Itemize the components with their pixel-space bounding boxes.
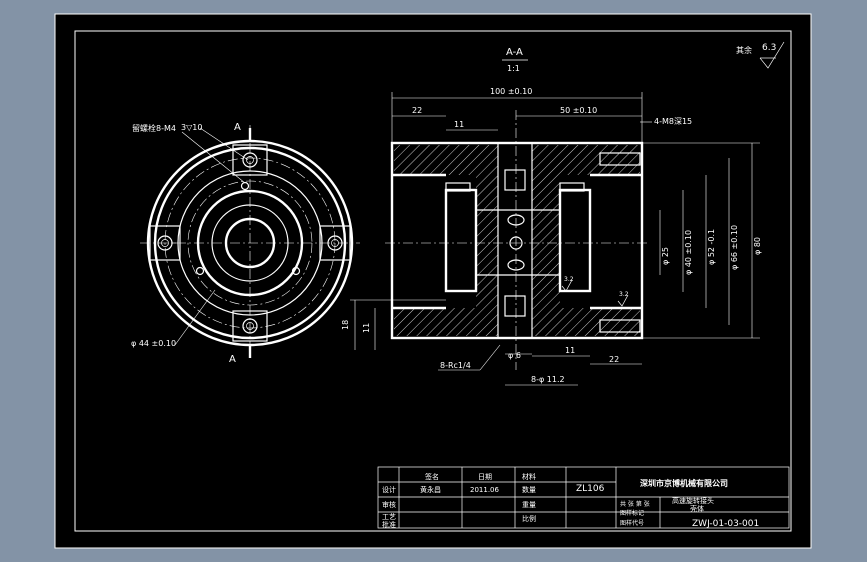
dim-rc: 8-Rc1/4 (440, 361, 471, 370)
roughness-symbol-icon (759, 41, 785, 69)
dim-d25: φ 25 (661, 247, 670, 265)
mid-label-qty: 数量 (522, 485, 536, 494)
signer-name: 黄永昌 (420, 485, 441, 494)
dim-22-top: 22 (412, 106, 422, 115)
dim-d66: φ 66 ±0.10 (730, 225, 739, 270)
bolt-pad-right (319, 225, 351, 261)
dim-11-bottom: 11 (565, 346, 575, 355)
right-label-1: 共 张 第 张 (620, 500, 650, 508)
right-label-2: 图样标记 (620, 509, 644, 517)
mid-label-scale: 比例 (522, 514, 536, 523)
mid-label-material: 材料 (522, 472, 536, 481)
label-3x10: 3▽10 (181, 123, 202, 132)
section-marker-top: A (234, 122, 241, 133)
dim-8d112: 8-φ 11.2 (531, 375, 565, 384)
roughness-small-1: 3.2 (564, 276, 574, 283)
dim-d52: φ 52 -0.1 (707, 229, 716, 265)
title-company: 深圳市京博机械有限公司 (640, 478, 728, 488)
col-label-sign: 签名 (425, 472, 439, 481)
drawing-frame (74, 30, 792, 532)
dim-thread-right: 4-M8深15 (654, 117, 692, 126)
drawing-number: ZWJ-01-03-001 (692, 519, 759, 529)
dim-11-left: 11 (362, 323, 371, 333)
title-date: 2011.06 (470, 486, 499, 494)
dim-d40: φ 40 ±0.10 (684, 230, 693, 275)
end-view: A A (140, 122, 360, 365)
part-name-2: 壳体 (690, 504, 704, 513)
section-view (385, 110, 650, 370)
title-code: ZL106 (576, 484, 605, 494)
dim-d6: φ 6 (508, 351, 521, 360)
row-label-design: 设计 (382, 485, 396, 494)
dim-18: 18 (341, 320, 350, 330)
section-label: A-A (506, 47, 523, 58)
dim-11-top: 11 (454, 120, 464, 129)
bolt-pad-top (232, 144, 268, 176)
row-label-review: 审核 (382, 500, 396, 509)
right-label-3: 图样代号 (620, 519, 644, 527)
part-name-1: 高速旋转接头 (672, 496, 714, 505)
dim-50: 50 ±0.10 (560, 106, 597, 115)
mid-label-weight: 重量 (522, 501, 536, 509)
dim-d80: φ 80 (753, 237, 762, 255)
row-label-process: 工艺 (382, 513, 396, 521)
dim-100: 100 ±0.10 (490, 87, 532, 96)
bolt-pad-bottom (232, 310, 268, 342)
roughness-value: 6.3 (762, 43, 776, 53)
label-holes: 留螺栓8-M4 (132, 123, 176, 133)
section-marker-bottom: A (229, 354, 236, 365)
roughness-small-2: 3.2 (619, 291, 629, 298)
drawing-sheet (54, 13, 812, 549)
title-block (377, 466, 790, 529)
col-label-date: 日期 (478, 473, 492, 481)
dim-diameter-44: φ 44 ±0.10 (131, 339, 176, 348)
row-label-approve: 批准 (382, 520, 396, 529)
bolt-pad-left (149, 225, 181, 261)
roughness-prefix: 其余 (736, 45, 752, 55)
scale-label: 1:1 (507, 64, 520, 73)
dim-22-bottom: 22 (609, 355, 619, 364)
